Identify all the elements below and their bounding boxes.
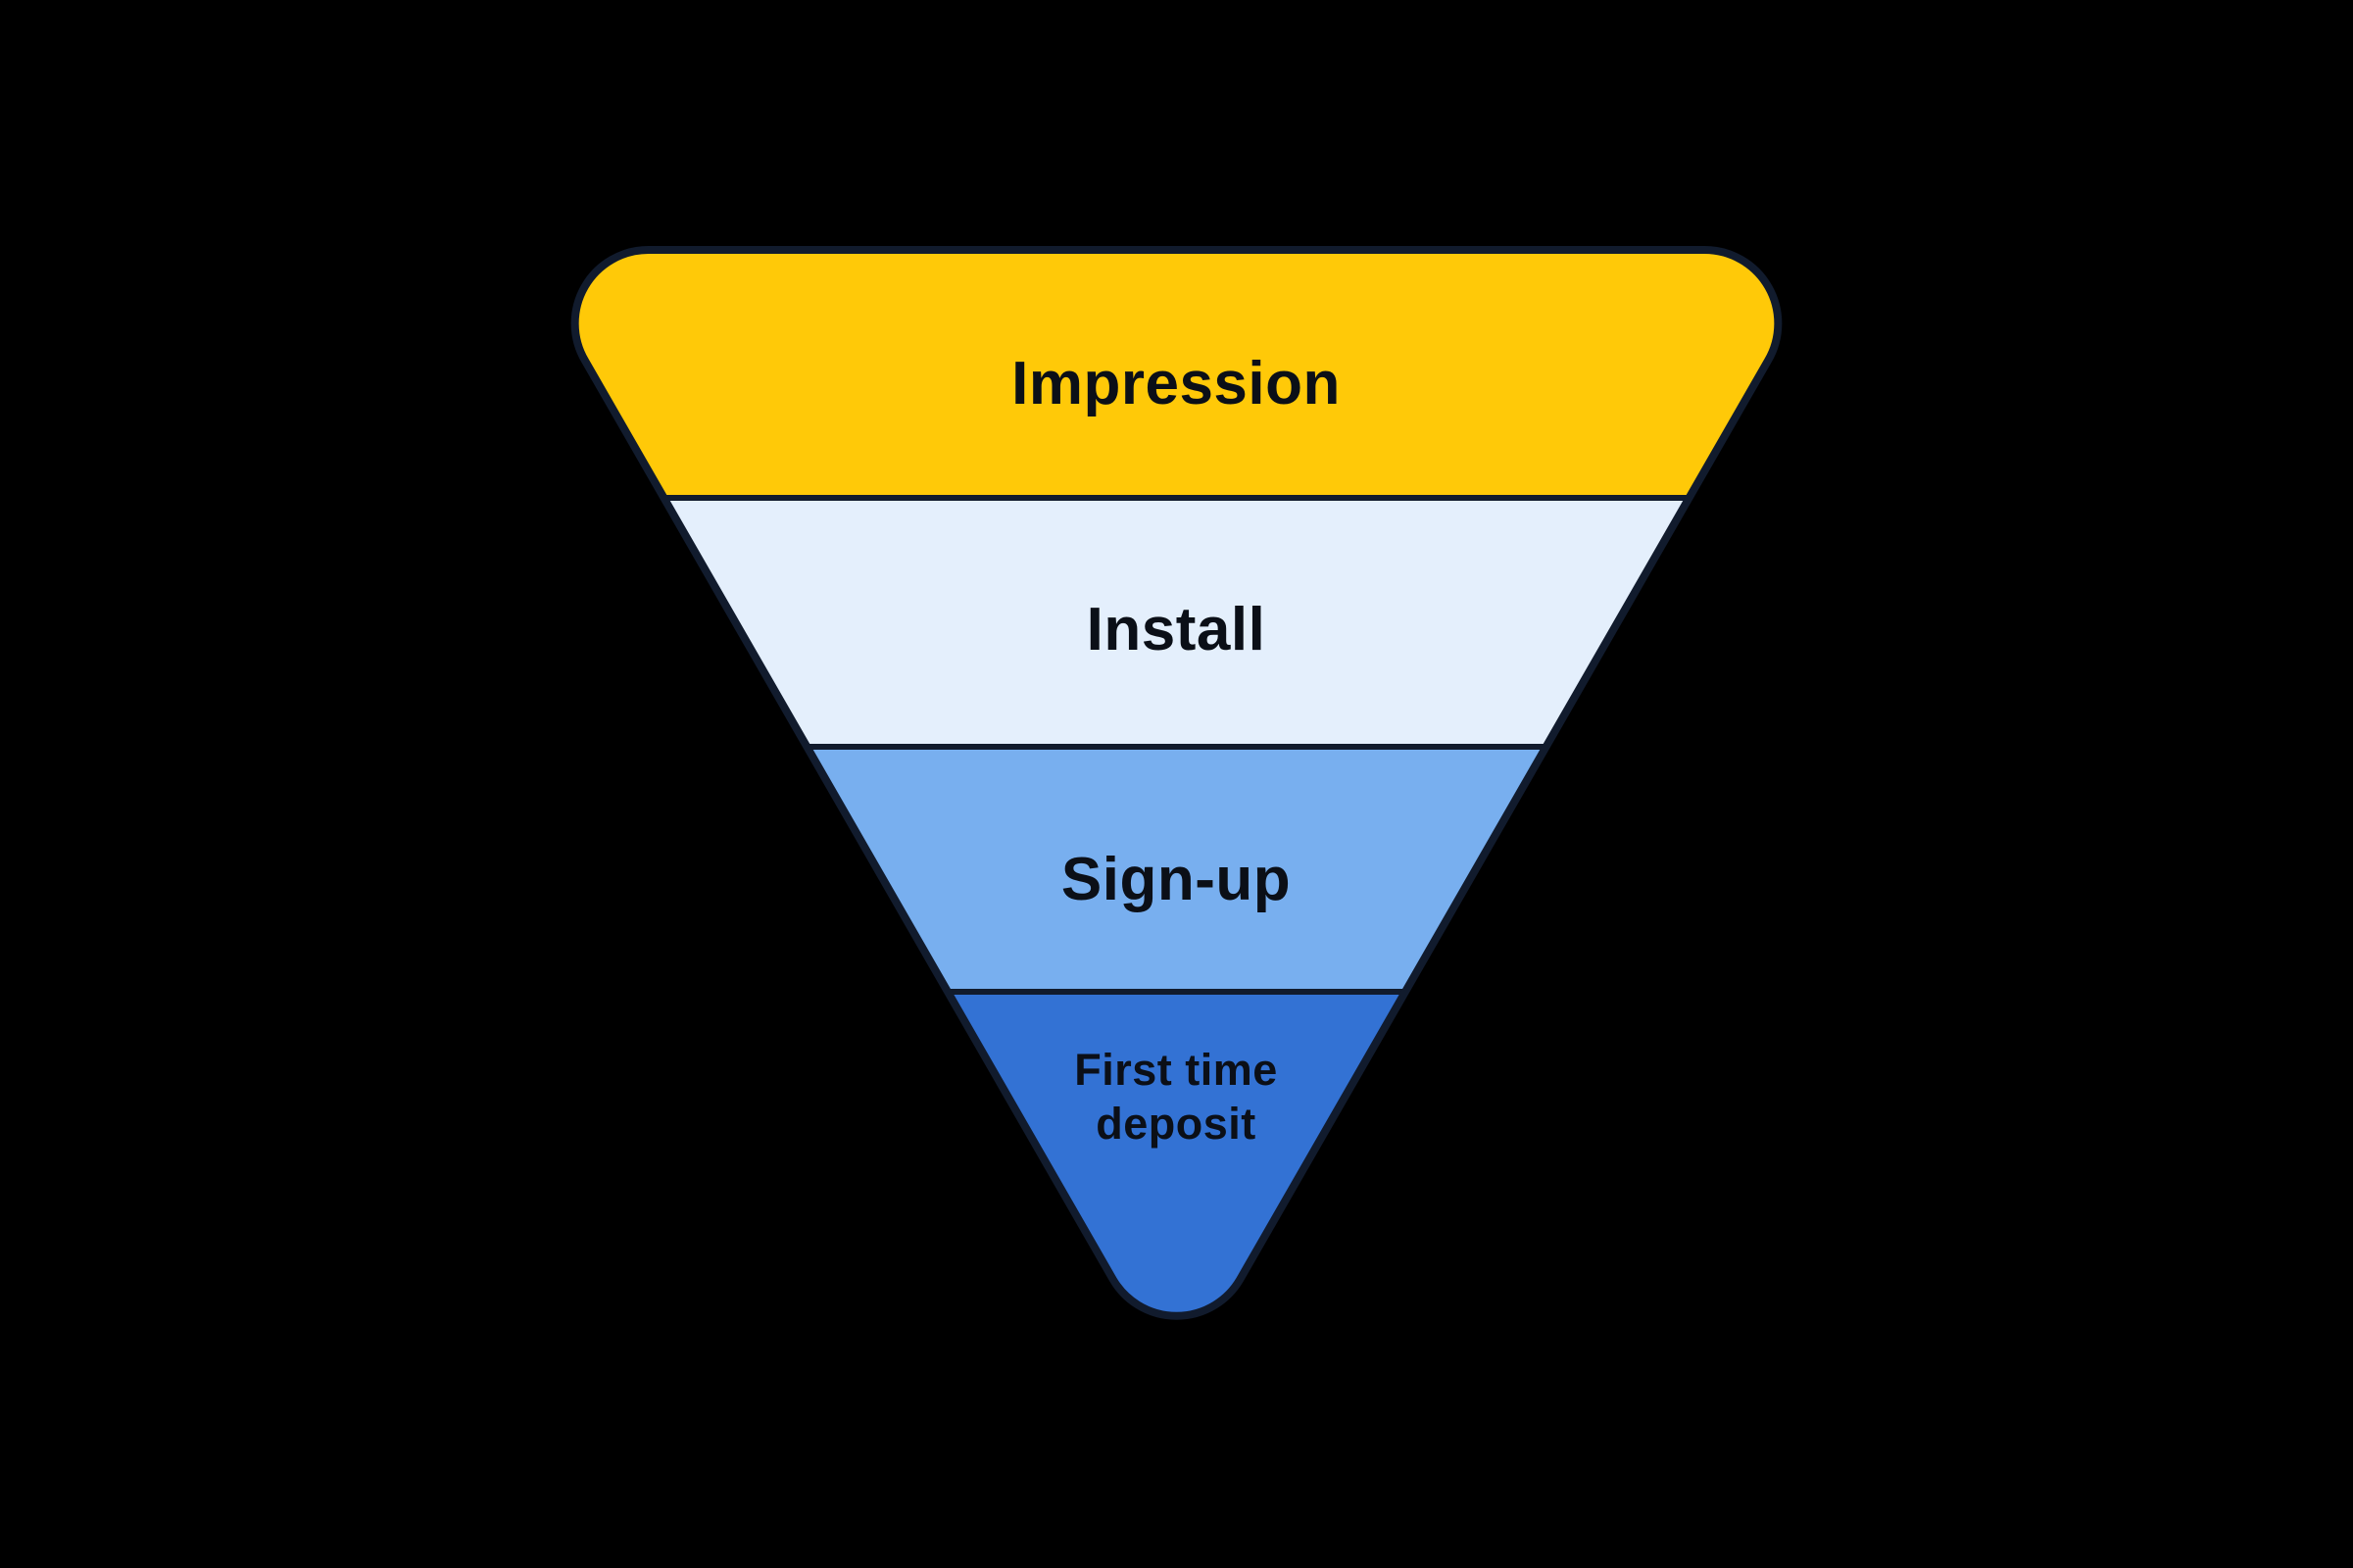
funnel-outline: [570, 245, 1783, 1320]
stage-label-signup: Sign-up: [1061, 846, 1291, 913]
separator-line-3: [574, 989, 1779, 995]
separator-line-2: [574, 744, 1779, 750]
stage-label-impression: Impression: [1011, 350, 1341, 417]
stage-label-first-time-deposit-line2: deposit: [1096, 1099, 1256, 1149]
stage-band-impression: [574, 249, 1779, 498]
separator-line-1: [574, 495, 1779, 501]
stage-label-install: Install: [1087, 596, 1266, 663]
stage-label-first-time-deposit-line1: First time: [1074, 1045, 1278, 1095]
